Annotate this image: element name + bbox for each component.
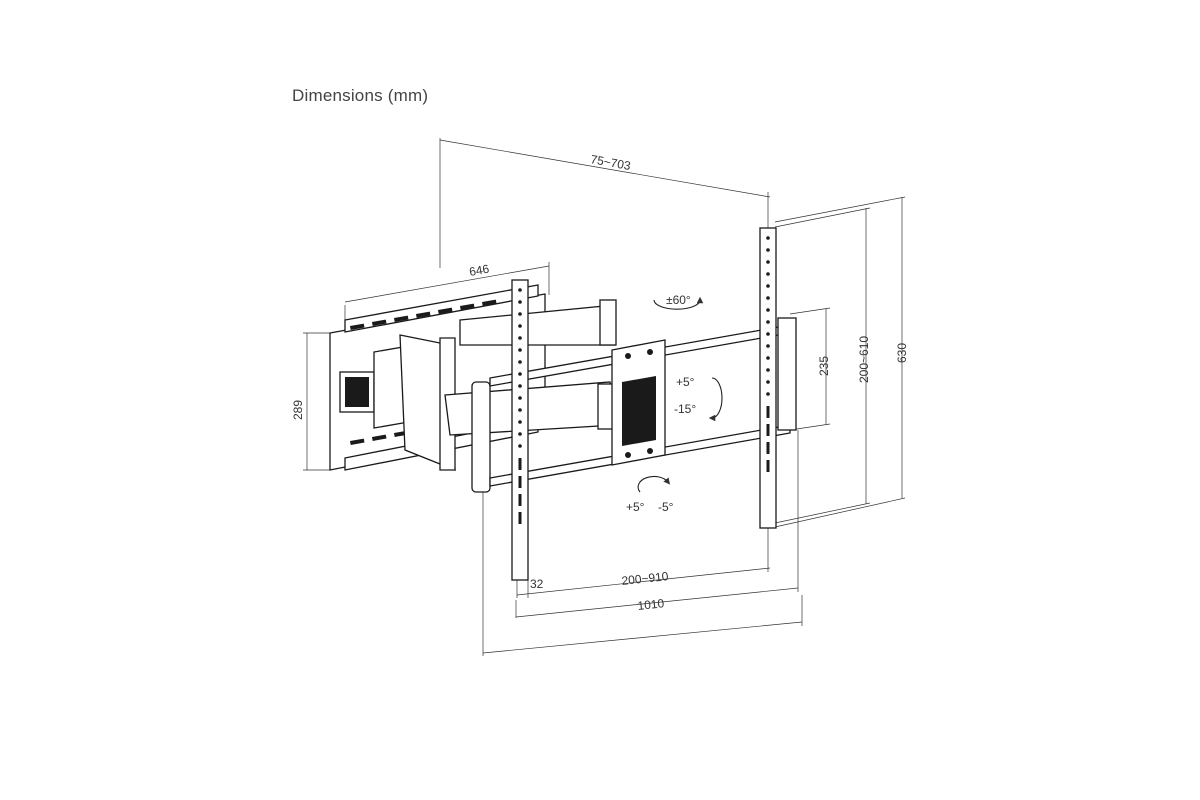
angle-level-plus: +5° [626, 500, 645, 514]
bracket-slot [518, 458, 522, 470]
bracket-hole [518, 324, 522, 328]
bracket-hole [518, 372, 522, 376]
bracket-hole [766, 356, 770, 360]
swing-arms [399, 299, 617, 493]
bracket-hole [518, 336, 522, 340]
bracket-slot [766, 442, 770, 454]
bracket-hole [766, 320, 770, 324]
tilt-head [611, 339, 666, 466]
bracket-hole [766, 392, 770, 396]
angle-level-minus: -5° [658, 500, 674, 514]
bracket-slot [766, 460, 770, 472]
rotation-arrows [637, 296, 723, 493]
left-vertical-bracket [511, 279, 529, 581]
right-vertical-bracket [759, 227, 777, 529]
bracket-hole [518, 420, 522, 424]
bracket-hole [518, 360, 522, 364]
angle-labels: ±60° +5° -15° +5° -5° [626, 293, 696, 514]
bracket-hole [766, 272, 770, 276]
bracket-slot [518, 476, 522, 488]
bracket-hole [766, 332, 770, 336]
bracket-hole [766, 344, 770, 348]
bracket-hole [766, 296, 770, 300]
bracket-hole [518, 384, 522, 388]
dim-wall-plate-height: 289 [291, 400, 305, 420]
dim-vesa-vertical: 200~610 [857, 336, 871, 383]
bracket-hole [518, 312, 522, 316]
bracket-hole [518, 408, 522, 412]
bracket-slot [766, 406, 770, 418]
dimension-labels: 75~703 646 289 235 200~610 630 32 200~91… [291, 152, 909, 613]
bracket-hole [766, 308, 770, 312]
angle-swivel: ±60° [666, 293, 691, 307]
bracket-hole [766, 368, 770, 372]
bracket-hole [518, 348, 522, 352]
dim-overall-width: 1010 [637, 596, 665, 613]
bracket-hole [518, 300, 522, 304]
dim-arm-extension: 75~703 [589, 152, 632, 173]
bracket-hole [518, 396, 522, 400]
bracket-slot [518, 494, 522, 506]
bracket-hole [518, 444, 522, 448]
dim-rail-spacing: 235 [817, 356, 831, 376]
bracket-slot [766, 424, 770, 436]
bracket-hole [518, 288, 522, 292]
angle-tilt-down: -15° [674, 402, 696, 416]
bracket-hole [766, 248, 770, 252]
dimension-lines [303, 138, 906, 656]
dim-bracket-width: 32 [530, 577, 544, 591]
dim-wall-plate-width: 646 [468, 262, 490, 279]
angle-tilt-up: +5° [676, 375, 695, 389]
bracket-hole [766, 284, 770, 288]
bracket-hole [766, 260, 770, 264]
bracket-hole [766, 380, 770, 384]
diagram-title: Dimensions (mm) [292, 86, 429, 105]
dim-vesa-horizontal: 200~910 [621, 569, 670, 588]
bracket-hole [518, 432, 522, 436]
bracket-slot [518, 512, 522, 524]
dim-overall-height: 630 [895, 343, 909, 363]
bracket-hole [766, 236, 770, 240]
